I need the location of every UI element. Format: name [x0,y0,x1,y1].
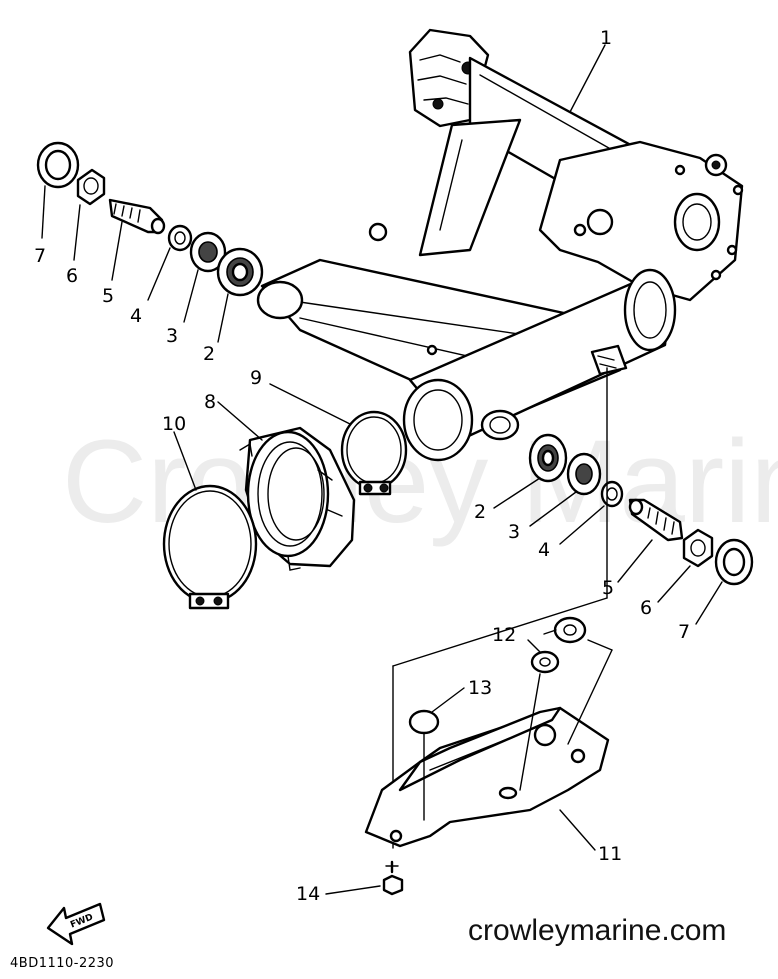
callout-7-right: 7 [678,621,690,643]
callout-6-right: 6 [640,597,652,619]
callout-14: 14 [296,883,320,905]
bolt-part-14[interactable] [382,860,404,896]
callout-3-left: 3 [166,325,178,347]
collar-part-6-left[interactable] [76,168,106,206]
collar-part-6-right[interactable] [682,528,714,568]
callout-12: 12 [492,624,516,646]
spacer-part-4-left[interactable] [167,224,193,252]
pivot-shaft-part-5-left[interactable] [108,198,166,235]
callout-5-right: 5 [602,577,614,599]
callout-6-left: 6 [66,265,78,287]
callout-5-left: 5 [102,285,114,307]
callout-10: 10 [162,413,186,435]
callout-1: 1 [600,27,612,49]
grommet-part-12[interactable] [530,616,587,674]
website-url[interactable]: crowleymarine.com [468,914,727,947]
swingarm-part-1[interactable] [256,28,744,462]
callout-4-right: 4 [538,539,550,561]
pivot-shaft-part-5-right[interactable] [628,498,684,542]
bearing-part-2-right[interactable] [528,433,568,483]
cap-part-13[interactable] [408,709,440,735]
bearing-part-2-left[interactable] [216,247,264,297]
clamp-part-10[interactable] [162,484,258,610]
oil-seal-part-3-right[interactable] [566,452,602,496]
oil-seal-part-3-left[interactable] [189,231,227,273]
callout-2-left: 2 [203,343,215,365]
spacer-part-4-right[interactable] [600,480,624,508]
callout-2-right: 2 [474,501,486,523]
seal-part-7-left[interactable] [36,141,80,189]
callout-7-left: 7 [34,245,46,267]
boot-part-8[interactable] [239,426,356,571]
callout-11: 11 [598,843,622,865]
guard-part-11[interactable] [364,706,610,848]
fwd-arrow-icon: FWD [46,902,106,946]
callout-13: 13 [468,677,492,699]
clamp-part-9[interactable] [340,410,408,496]
callout-8: 8 [204,391,216,413]
seal-part-7-right[interactable] [714,538,754,586]
callout-3-right: 3 [508,521,520,543]
callout-4-left: 4 [130,305,142,327]
diagram-code: 4BD1110-2230 [10,956,115,971]
callout-9: 9 [250,367,262,389]
